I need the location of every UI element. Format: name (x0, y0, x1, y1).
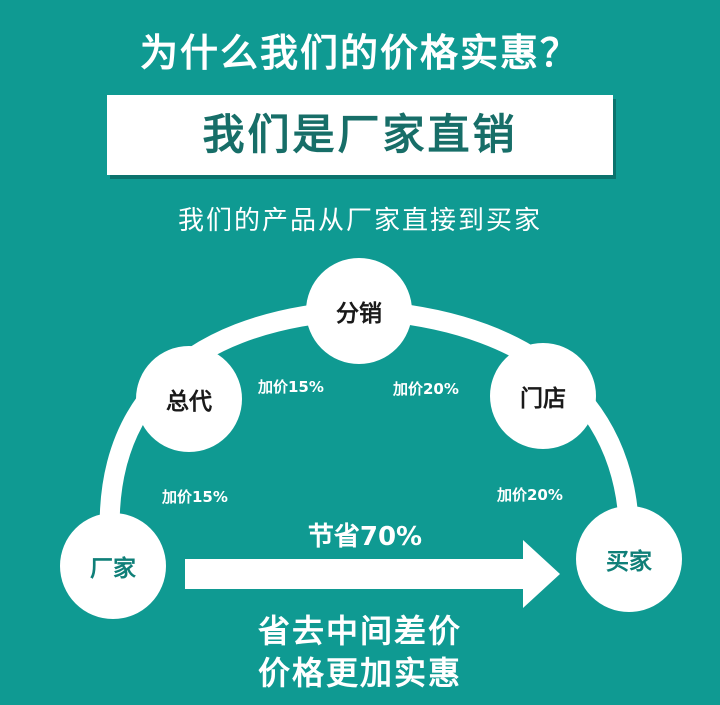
direct-arrow (185, 540, 560, 608)
node-buyer-label: 买家 (606, 549, 652, 575)
node-general-agent: 总代 (136, 346, 242, 452)
node-store: 门店 (490, 343, 596, 449)
markup-store-to-buyer: 加价20% (497, 486, 563, 504)
node-distributor: 分销 (306, 258, 412, 364)
node-factory-label: 厂家 (90, 556, 136, 582)
banner-text: 我们是厂家直销 (202, 110, 518, 159)
node-general-agent-label: 总代 (166, 389, 212, 415)
footer-line-1: 省去中间差价 (257, 612, 462, 650)
node-distributor-label: 分销 (336, 301, 382, 327)
node-buyer: 买家 (576, 506, 682, 612)
page-title: 为什么我们的价格实惠？ (139, 31, 580, 75)
node-factory: 厂家 (60, 513, 166, 619)
footer-line-2: 价格更加实惠 (257, 654, 462, 692)
markup-factory-to-agent: 加价15% (162, 488, 228, 506)
subtitle: 我们的产品从厂家直接到买家 (177, 206, 542, 236)
saving-label: 节省70% (307, 522, 423, 552)
markup-agent-to-distributor: 加价15% (258, 378, 324, 396)
markup-distributor-to-store: 加价20% (393, 380, 459, 398)
node-store-label: 门店 (520, 386, 566, 412)
banner-box: 我们是厂家直销 (107, 95, 613, 175)
